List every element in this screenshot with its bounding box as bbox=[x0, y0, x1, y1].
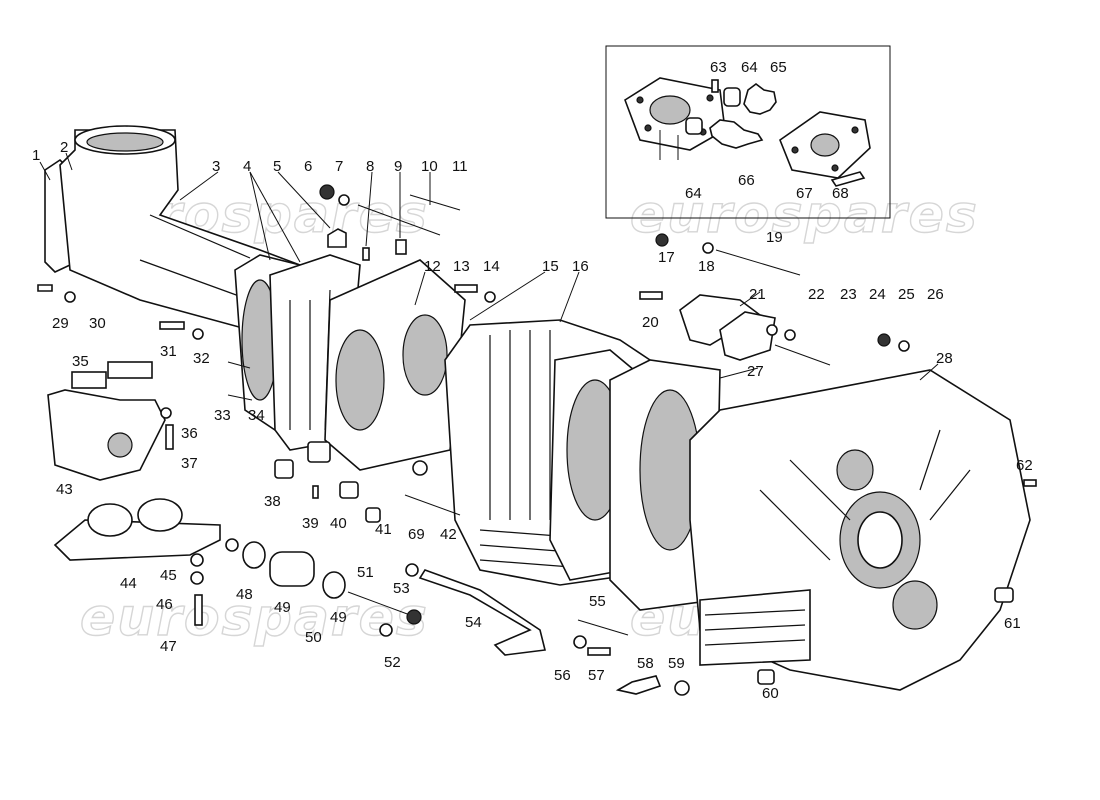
fasteners bbox=[37, 184, 1037, 696]
part-label: 31 bbox=[160, 343, 177, 360]
part-label: 55 bbox=[589, 593, 606, 610]
part-label: 7 bbox=[335, 158, 343, 175]
part-label: 37 bbox=[181, 455, 198, 472]
part-label: 43 bbox=[56, 481, 73, 498]
part-label: 58 bbox=[637, 655, 654, 672]
part-label: 53 bbox=[393, 580, 410, 597]
part-label: 6 bbox=[304, 158, 312, 175]
bush-64b bbox=[685, 117, 703, 135]
part-label: 32 bbox=[193, 350, 210, 367]
sensor-58 bbox=[615, 675, 662, 695]
part-label: 28 bbox=[936, 350, 953, 367]
part-label: 18 bbox=[698, 258, 715, 275]
part-label: 45 bbox=[160, 567, 177, 584]
part-label: 64 bbox=[741, 59, 758, 76]
part-label: 42 bbox=[440, 526, 457, 543]
part-label: 57 bbox=[588, 667, 605, 684]
breather-5 bbox=[327, 228, 347, 248]
brackets bbox=[679, 249, 831, 366]
part-label: 14 bbox=[483, 258, 500, 275]
part-label: 30 bbox=[89, 315, 106, 332]
part-label: 24 bbox=[869, 286, 886, 303]
pump-bore bbox=[649, 95, 691, 125]
part-label: 17 bbox=[658, 249, 675, 266]
mount-43 bbox=[47, 389, 166, 481]
part-label: 2 bbox=[60, 139, 68, 156]
part-label: 29 bbox=[52, 315, 69, 332]
part-label: 61 bbox=[1004, 615, 1021, 632]
callout-labels: 1 2 3 4 5 6 7 8 9 10 11 12 13 14 15 16 1… bbox=[32, 59, 1033, 702]
bush-50 bbox=[269, 551, 315, 587]
part-label: 11 bbox=[452, 158, 468, 175]
part-label: 67 bbox=[796, 185, 813, 202]
part-label: 64 bbox=[685, 185, 702, 202]
part-label: 65 bbox=[770, 59, 787, 76]
bell-housing bbox=[234, 254, 466, 471]
part-label: 63 bbox=[710, 59, 727, 76]
watermark-text: eurospares bbox=[80, 588, 429, 648]
lever-54 bbox=[418, 569, 546, 656]
part-label: 22 bbox=[808, 286, 825, 303]
part-label: 46 bbox=[156, 596, 173, 613]
part-label: 25 bbox=[898, 286, 915, 303]
part-label: 41 bbox=[375, 521, 392, 538]
part-label: 13 bbox=[453, 258, 470, 275]
part-label: 54 bbox=[465, 614, 482, 631]
part-label: 33 bbox=[214, 407, 231, 424]
part-label: 12 bbox=[424, 258, 441, 275]
gear-66 bbox=[709, 119, 764, 149]
part-label: 10 bbox=[421, 158, 438, 175]
part-label: 50 bbox=[305, 629, 322, 646]
part-label: 68 bbox=[832, 185, 849, 202]
part-label: 49 bbox=[330, 609, 347, 626]
screw-68 bbox=[830, 171, 866, 187]
part-label: 44 bbox=[120, 575, 137, 592]
part-label: 56 bbox=[554, 667, 571, 684]
part-label: 48 bbox=[236, 586, 253, 603]
part-label: 19 bbox=[766, 229, 783, 246]
rear-housing bbox=[689, 369, 1031, 691]
part-label: 27 bbox=[747, 363, 764, 380]
part-label: 21 bbox=[749, 286, 766, 303]
oil-pump-inset bbox=[605, 45, 891, 219]
part-label: 66 bbox=[738, 172, 755, 189]
part-label: 8 bbox=[366, 158, 374, 175]
part-label: 23 bbox=[840, 286, 857, 303]
bush-64 bbox=[723, 87, 741, 107]
part-label: 69 bbox=[408, 526, 425, 543]
part-label: 34 bbox=[248, 407, 265, 424]
part-label: 59 bbox=[668, 655, 685, 672]
part-label: 60 bbox=[762, 685, 779, 702]
pin-63 bbox=[711, 79, 719, 93]
part-label: 4 bbox=[243, 158, 251, 175]
part-label: 9 bbox=[394, 158, 402, 175]
part-label: 16 bbox=[572, 258, 589, 275]
part-label: 1 bbox=[32, 147, 40, 164]
part-label: 38 bbox=[264, 493, 281, 510]
part-label: 26 bbox=[927, 286, 944, 303]
pad-35a bbox=[71, 371, 107, 389]
part-label: 3 bbox=[212, 158, 220, 175]
part-label: 51 bbox=[357, 564, 374, 581]
part-label: 5 bbox=[273, 158, 281, 175]
mounts bbox=[47, 361, 221, 561]
watermark-text: eurospares bbox=[630, 185, 979, 245]
bracket-21b bbox=[719, 311, 776, 361]
gear-65 bbox=[743, 83, 777, 115]
part-label: 62 bbox=[1016, 457, 1033, 474]
pad-35b bbox=[107, 361, 153, 379]
part-label: 20 bbox=[642, 314, 659, 331]
part-label: 39 bbox=[302, 515, 319, 532]
part-label: 35 bbox=[72, 353, 89, 370]
part-label: 40 bbox=[330, 515, 347, 532]
part-label: 15 bbox=[542, 258, 559, 275]
part-label: 49 bbox=[274, 599, 291, 616]
part-label: 47 bbox=[160, 638, 177, 655]
part-label: 52 bbox=[384, 654, 401, 671]
part-label: 36 bbox=[181, 425, 198, 442]
